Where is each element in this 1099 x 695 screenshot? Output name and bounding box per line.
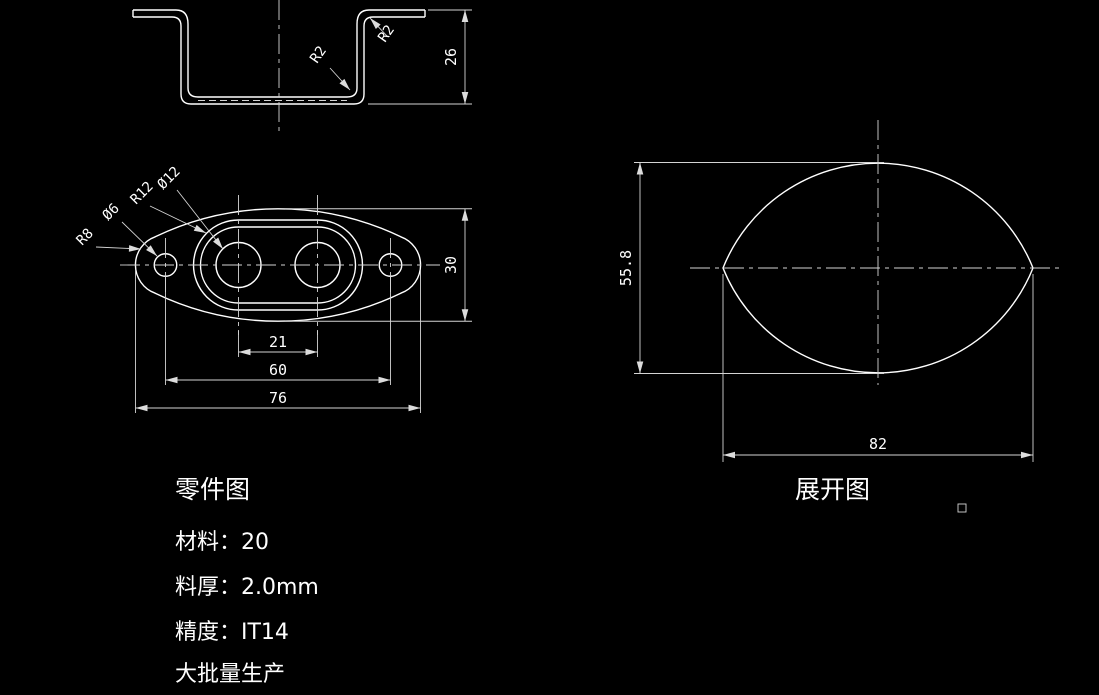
label-r8: R8 [74, 226, 97, 249]
dim-26-text: 26 [442, 48, 460, 66]
leader-r2-bottom-line [329, 67, 351, 91]
note-thickness: 料厚：2.0mm [175, 575, 319, 600]
dim-30: 30 [285, 208, 472, 322]
leader-r2-top-line [369, 17, 388, 37]
dim-21: 21 [238, 330, 318, 357]
note-production: 大批量生产 [175, 662, 285, 687]
dim-60: 60 [165, 277, 391, 385]
section-inner-contour [133, 9, 425, 98]
leader-r8: R8 [74, 226, 142, 252]
dim-26: 26 [368, 9, 472, 105]
label-r12: R12 [128, 179, 157, 208]
label-d12: Ø12 [155, 164, 184, 193]
dim-82-text: 82 [869, 435, 887, 453]
dim-60-text: 60 [269, 361, 287, 379]
section-view: 26 R2 R2 [132, 0, 472, 133]
plan-view-title: 零件图 [175, 475, 250, 504]
notes-block: 材料：20 料厚：2.0mm 精度：IT14 大批量生产 [175, 530, 319, 687]
plan-outline [134, 208, 422, 322]
leader-r2-bottom: R2 [307, 43, 351, 91]
dim-55-8: 55.8 [617, 162, 884, 374]
development-view: 55.8 82 [617, 120, 1062, 462]
leader-r2-top: R2 [369, 17, 398, 45]
section-outer-contour [133, 16, 425, 105]
plan-view: R8 Ø6 R12 Ø12 21 60 [74, 164, 472, 413]
leader-d6-line [121, 221, 158, 257]
dim-30-text: 30 [442, 256, 460, 274]
development-view-title: 展开图 [795, 475, 870, 504]
dim-76: 76 [135, 270, 421, 413]
dim-55-8-text: 55.8 [617, 250, 635, 286]
dim-76-text: 76 [269, 389, 287, 407]
stray-point-marker [957, 503, 967, 513]
dim-21-text: 21 [269, 333, 287, 351]
dim-82: 82 [722, 274, 1034, 462]
leader-d12: Ø12 [155, 164, 224, 250]
leader-d12-line [176, 189, 224, 250]
label-d6: Ø6 [100, 201, 123, 224]
label-r2-bottom: R2 [307, 43, 330, 66]
leader-r8-line [95, 245, 142, 252]
note-material: 材料：20 [175, 530, 269, 555]
note-precision: 精度：IT14 [175, 620, 289, 645]
leader-r12-line [149, 205, 207, 234]
label-r2-top: R2 [375, 22, 398, 45]
